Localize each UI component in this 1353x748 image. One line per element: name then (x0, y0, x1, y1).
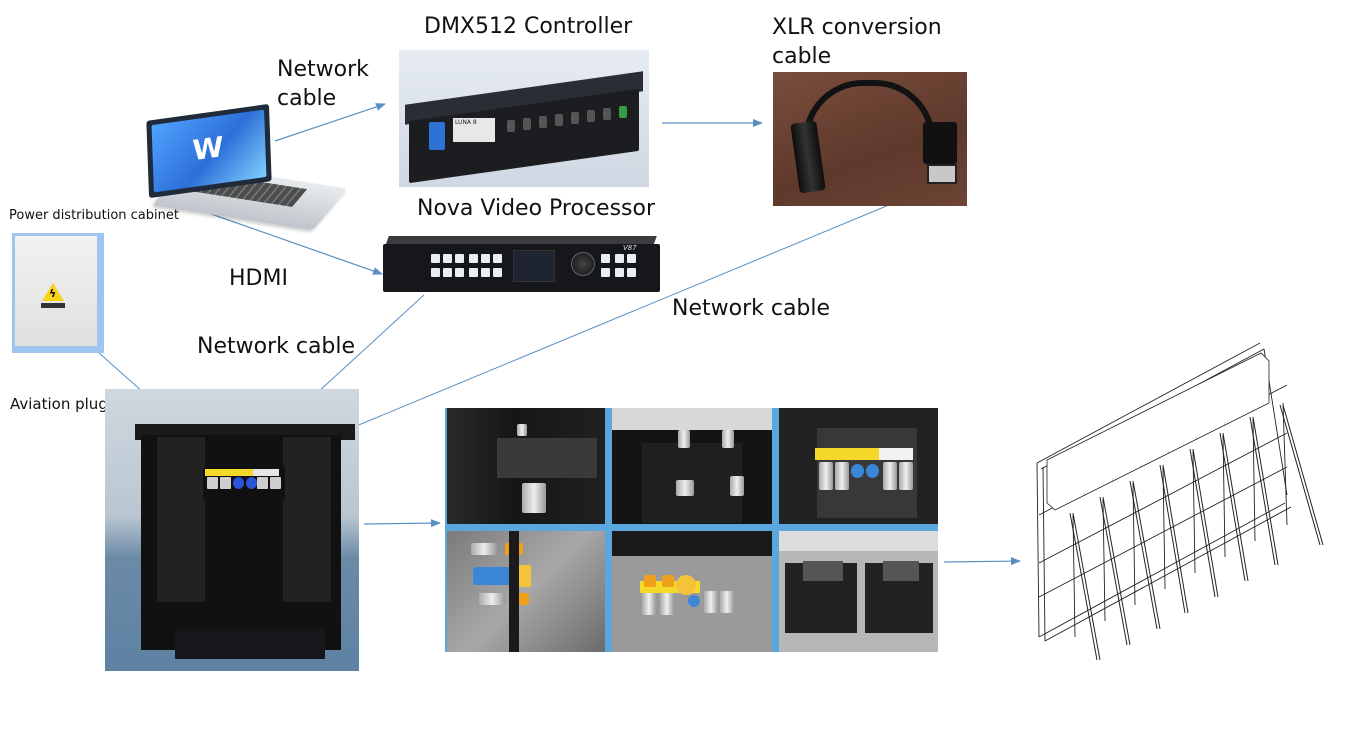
device-tag: LUNA 8 (453, 118, 495, 142)
photo-aviation-plugs (447, 531, 605, 652)
connector-photo-grid (445, 408, 938, 652)
video-processor-photo: V87 (383, 236, 660, 294)
edge-photos-to-frame (943, 557, 1021, 566)
rj45-jack-icon (927, 164, 957, 184)
xlr-title-line1: XLR conversion (772, 15, 942, 40)
high-voltage-warning-icon (42, 283, 64, 301)
edge-label-line1: Network (277, 57, 369, 82)
xlr-cable-photo (773, 72, 967, 206)
edge-label-hdmi: HDMI (229, 266, 288, 291)
edge-label-line2: cable (277, 85, 337, 111)
photo-connector-panel (779, 408, 938, 524)
cabinet-boxes (1046, 352, 1270, 511)
processor-model-tag: V87 (623, 244, 637, 252)
dmx-controller-title: DMX512 Controller (424, 14, 633, 39)
vertical-posts (1072, 402, 1288, 638)
power-cabinet-title: Power distribution cabinet (9, 208, 179, 223)
processor-knob-icon (571, 252, 595, 276)
xlr-cable-title: XLR conversion cable (772, 15, 942, 69)
photo-mount-bracket (447, 408, 605, 524)
photo-plugged-panel (612, 531, 772, 652)
photo-lock-pins (612, 408, 772, 524)
power-connector-icon (429, 122, 445, 150)
support-braces (1069, 404, 1324, 661)
xlr-title-line2: cable (772, 43, 832, 69)
photo-joined-cabinets (779, 531, 938, 652)
video-processor-title: Nova Video Processor (417, 196, 656, 221)
edge-cabinet-to-photos (363, 519, 441, 528)
dmx-controller-photo: LUNA 8 (399, 50, 649, 187)
edge-label-network-cable-left: Network cable (197, 334, 356, 359)
edge-label-network-cable-top: Network cable (277, 57, 369, 111)
processor-display (513, 250, 555, 282)
edge-label-network-cable-right: Network cable (672, 296, 831, 321)
power-cabinet-photo: ϟ (12, 233, 104, 353)
stage-frame-drawing (1036, 342, 1324, 661)
led-cabinet-back-photo (105, 389, 359, 671)
